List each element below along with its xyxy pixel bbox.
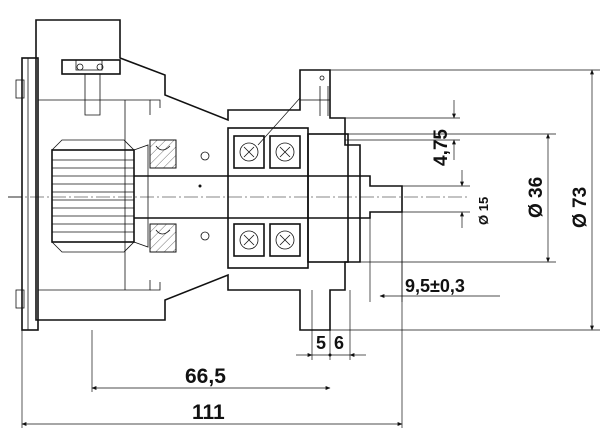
- dimension-flange-diameter: Ø 73: [330, 69, 600, 331]
- impeller: [51, 139, 149, 253]
- dim-text-d36: Ø 36: [526, 177, 547, 218]
- dim-text-9-5: 9,5±0,3: [405, 276, 465, 296]
- dimension-shaft-diameter: Ø 15: [402, 170, 491, 228]
- dim-text-111: 111: [192, 401, 225, 424]
- bearing-ball: [275, 142, 295, 162]
- bearings: [233, 135, 301, 257]
- shaft-seal: [149, 139, 177, 253]
- bearing-ball: [275, 230, 295, 250]
- dimension-inner-length: 66,5: [91, 330, 331, 392]
- bearing-ball: [239, 142, 259, 162]
- impeller-vanes: [52, 159, 134, 233]
- dimension-gaps: 5 6: [296, 290, 366, 360]
- bearing-housing: [200, 69, 349, 269]
- dim-text-6: 6: [334, 333, 344, 353]
- dim-text-4-75: 4,75: [431, 129, 452, 166]
- dimension-total-length: 111: [21, 212, 403, 428]
- dimension-housing-diameter: Ø 36: [348, 133, 556, 263]
- pump-body: [15, 19, 361, 331]
- bearing-ball: [239, 230, 259, 250]
- dim-text-66-5: 66,5: [185, 365, 226, 388]
- dim-text-5: 5: [316, 333, 326, 353]
- dim-text-d15: Ø 15: [476, 197, 491, 225]
- dim-text-d73: Ø 73: [570, 187, 591, 228]
- dimension-thread-offset: 4,75: [330, 100, 460, 166]
